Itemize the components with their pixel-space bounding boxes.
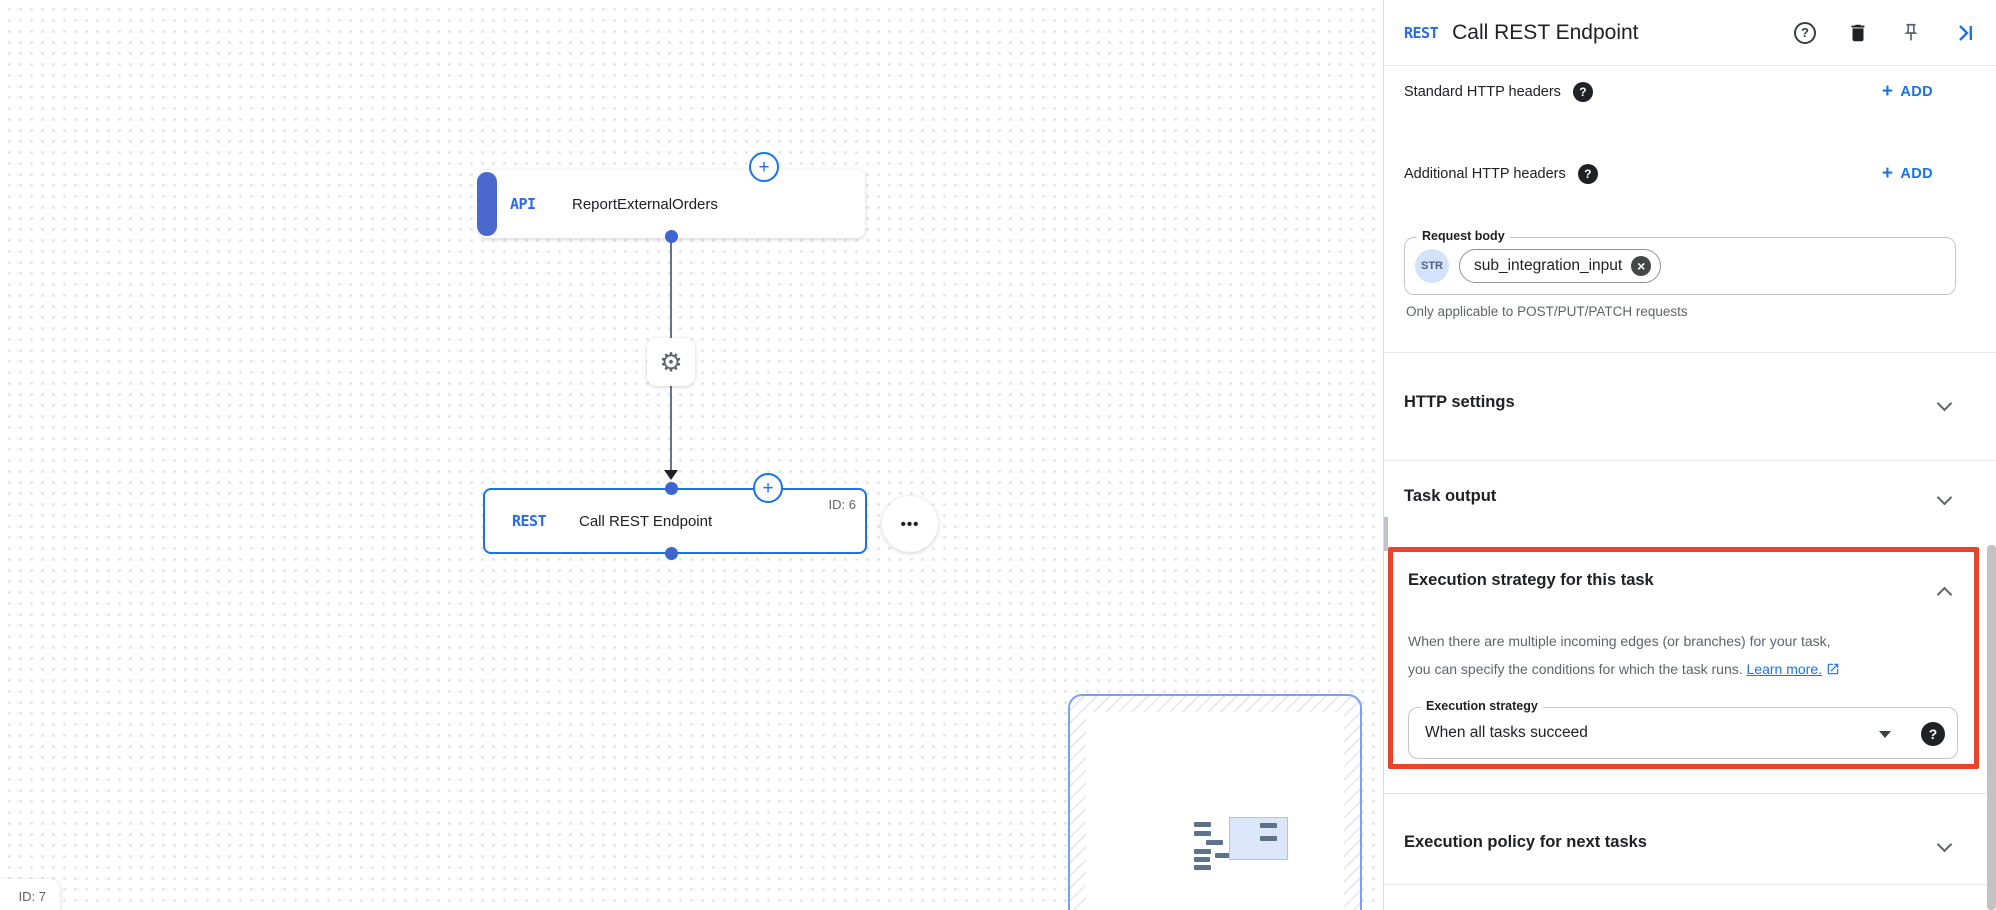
pin-icon[interactable] [1899, 21, 1923, 45]
panel-scrollbar[interactable] [1987, 545, 1996, 910]
learn-more-link[interactable]: Learn more. [1746, 660, 1822, 677]
plus-icon: + [1881, 81, 1894, 102]
task-node-call-rest-endpoint[interactable]: REST Call REST Endpoint ID: 6 [483, 488, 867, 554]
plus-icon: + [762, 477, 774, 499]
chevron-down-icon[interactable] [1936, 395, 1953, 412]
dropdown-caret-icon [1879, 731, 1891, 738]
divider [1384, 884, 1996, 885]
panel-header: REST Call REST Endpoint ? [1384, 0, 1996, 66]
chevron-up-icon[interactable] [1936, 586, 1953, 603]
add-task-button[interactable]: + [749, 152, 779, 182]
request-body-field[interactable]: Request body STR sub_integration_input × [1404, 229, 1956, 295]
plus-icon: + [1881, 163, 1894, 184]
output-port[interactable] [665, 230, 678, 243]
additional-http-headers-label: Additional HTTP headers ? [1404, 164, 1598, 184]
section-http-settings[interactable]: HTTP settings [1404, 393, 1515, 411]
minimap-node-bar [1206, 840, 1223, 845]
help-icon[interactable]: ? [1793, 21, 1817, 45]
section-task-output[interactable]: Task output [1404, 487, 1497, 505]
edge-settings-gear-button[interactable]: ⚙ [647, 338, 695, 386]
gear-icon: ⚙ [659, 346, 683, 377]
collapse-panel-icon[interactable] [1952, 21, 1976, 45]
scroll-indicator [1384, 517, 1388, 551]
string-type-badge: STR [1415, 249, 1449, 283]
canvas-minimap[interactable] [1068, 694, 1362, 910]
request-body-label: Request body [1417, 229, 1510, 243]
workflow-canvas[interactable]: API ReportExternalOrders + ⚙ REST Call R… [0, 0, 1383, 910]
minimap-node-bar [1215, 853, 1231, 858]
minimap-node-bar [1194, 831, 1211, 836]
node-title: Call REST Endpoint [579, 512, 713, 530]
minimap-viewport[interactable] [1229, 817, 1288, 860]
node-id-label: ID: 6 [828, 497, 856, 512]
add-additional-header-button[interactable]: + ADD [1881, 163, 1933, 184]
variable-chip[interactable]: sub_integration_input × [1459, 249, 1662, 283]
minimap-node-bar [1194, 849, 1211, 854]
section-execution-policy[interactable]: Execution policy for next tasks [1404, 833, 1647, 851]
help-icon[interactable]: ? [1921, 722, 1945, 746]
execution-strategy-value: When all tasks succeed [1425, 724, 1588, 741]
remove-variable-icon[interactable]: × [1631, 256, 1652, 276]
node-id-label: ID: 7 [18, 889, 46, 904]
rest-badge: REST [1404, 23, 1439, 42]
help-icon[interactable]: ? [1577, 164, 1598, 184]
node-accent-bar [477, 172, 497, 236]
chevron-down-icon[interactable] [1936, 489, 1953, 506]
task-node-partial[interactable]: ID: 7 [0, 879, 60, 910]
execution-strategy-select[interactable]: Execution strategy When all tasks succee… [1408, 699, 1958, 759]
task-config-panel: REST Call REST Endpoint ? Standard HTTP … [1383, 0, 1996, 910]
minimap-node-bar [1260, 823, 1277, 828]
edge-arrowhead-icon [664, 470, 678, 480]
minimap-node-bar [1260, 836, 1277, 841]
task-node-report-external-orders[interactable]: API ReportExternalOrders [477, 170, 865, 238]
node-title: ReportExternalOrders [572, 195, 718, 213]
delete-icon[interactable] [1846, 21, 1870, 45]
panel-title: Call REST Endpoint [1452, 20, 1639, 44]
divider [1384, 352, 1996, 353]
chevron-down-icon[interactable] [1936, 836, 1953, 853]
rest-badge: REST [512, 512, 547, 530]
divider [1384, 460, 1996, 461]
add-task-button[interactable]: + [753, 473, 783, 503]
request-body-helper-text: Only applicable to POST/PUT/PATCH reques… [1406, 304, 1688, 319]
input-port[interactable] [665, 482, 678, 495]
node-more-menu-button[interactable]: ••• [882, 496, 938, 552]
section-execution-strategy[interactable]: Execution strategy for this task [1408, 571, 1654, 589]
external-link-icon [1826, 658, 1840, 686]
add-standard-header-button[interactable]: + ADD [1881, 81, 1933, 102]
help-icon[interactable]: ? [1572, 82, 1593, 102]
minimap-surface [1086, 712, 1344, 910]
execution-strategy-description: When there are multiple incoming edges (… [1408, 628, 1956, 685]
minimap-node-bar [1194, 865, 1211, 870]
output-port[interactable] [665, 547, 678, 560]
more-dots-icon: ••• [900, 515, 920, 533]
standard-http-headers-label: Standard HTTP headers ? [1404, 82, 1593, 102]
plus-icon: + [758, 156, 770, 178]
api-badge: API [510, 195, 536, 213]
minimap-node-bar [1194, 857, 1210, 862]
minimap-node-bar [1194, 822, 1211, 827]
divider [1384, 793, 1996, 794]
execution-strategy-label: Execution strategy [1421, 699, 1543, 713]
